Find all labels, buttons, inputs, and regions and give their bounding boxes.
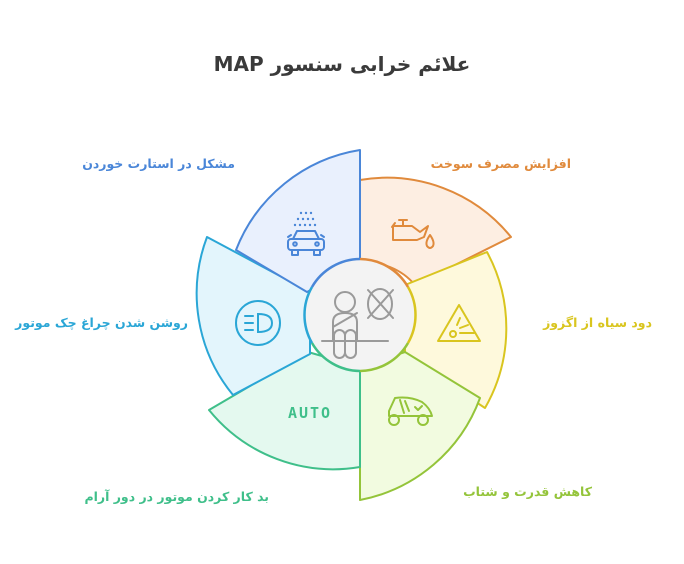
segment-starting-problem xyxy=(235,149,361,293)
label-black-smoke: دود سیاه از اگزوز xyxy=(543,315,652,330)
label-check-engine: روشن شدن چراغ چک موتور xyxy=(15,315,188,330)
label-rough-idle: بد کار کردن موتور در دور آرام xyxy=(84,489,269,504)
seatbelt-person-icon xyxy=(321,288,394,359)
car-wash-icon xyxy=(287,211,325,256)
auto-text-icon: AUTO xyxy=(288,404,332,422)
exhaust-warning-icon xyxy=(437,304,481,342)
buggy-car-icon xyxy=(388,396,433,426)
oil-can-icon xyxy=(391,219,435,249)
page-title: علائم خرابی سنسور MAP xyxy=(213,52,471,76)
headlight-icon xyxy=(235,300,281,346)
segment-rough-idle xyxy=(208,351,361,471)
segment-power-loss xyxy=(359,351,481,501)
label-starting-problem: مشکل در استارت خوردن xyxy=(82,156,235,171)
label-power-loss: کاهش قدرت و شتاب xyxy=(463,484,592,499)
label-fuel-consumption: افزایش مصرف سوخت xyxy=(430,156,571,171)
center-circle xyxy=(304,259,416,371)
